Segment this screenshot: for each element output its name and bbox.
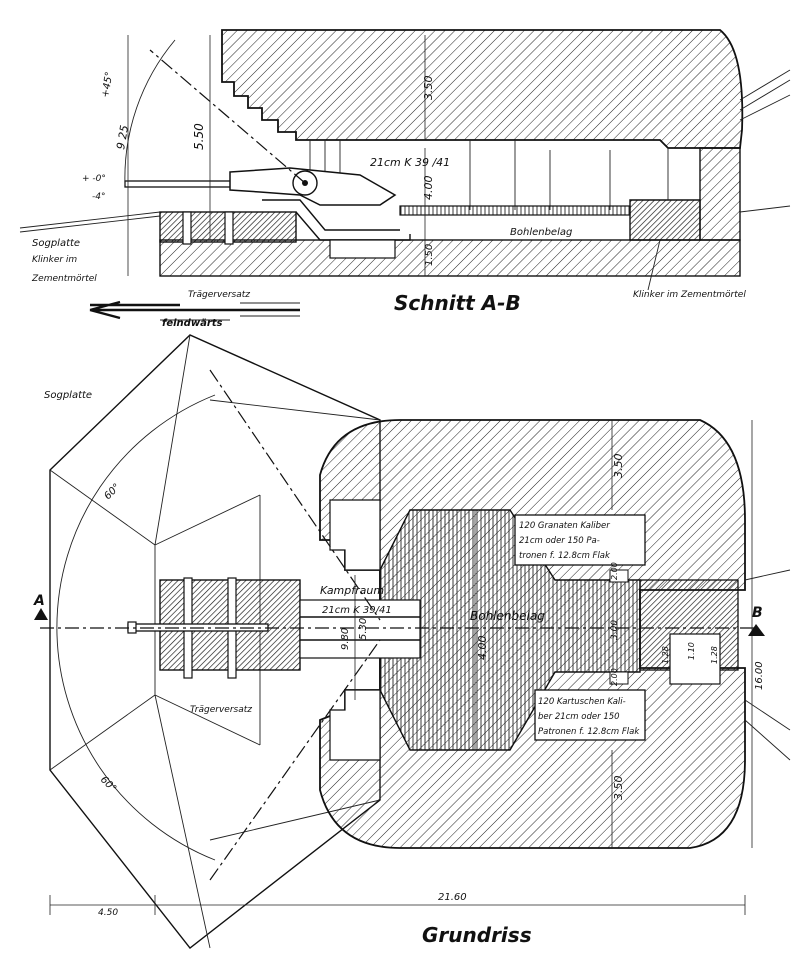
marker-b-label: B: [752, 605, 763, 621]
magazine-bottom-line-1: 120 Kartuschen Kali-: [538, 697, 626, 707]
rear-wall: [699, 147, 741, 241]
plan-dim-200-top: 2.00: [610, 562, 619, 580]
section-view: +45° 9 25 + -0° -4° 5.50 3.50 4.00 1.50 …: [19, 29, 791, 329]
marker-b-arrow: [748, 624, 765, 636]
plank-floor: [399, 205, 631, 216]
magazine-top: [514, 514, 646, 566]
magazine-top-line-2: 21cm oder 150 Pa-: [519, 536, 600, 546]
elevation-top-label: +45°: [100, 71, 115, 99]
section-gun-label: 21cm K 39 /41: [370, 156, 450, 169]
section-klinker-label-1: Klinker im: [32, 255, 77, 265]
plan-dim-2160: 21.60: [438, 892, 467, 903]
traverse-arc: [56, 394, 216, 861]
marker-a-arrow: [34, 608, 48, 620]
plan-dim-128-right: 1.28: [710, 646, 719, 664]
ground-line-left: [19, 211, 161, 229]
plan-dim-200-bottom: 2.00: [610, 668, 619, 686]
height-chamber-label: 4.00: [422, 176, 435, 201]
height-roof-label: 3.50: [422, 76, 435, 101]
section-sogplatte-label: Sogplatte: [32, 238, 80, 249]
beam-2: [224, 211, 234, 245]
plan-kampfraum-label: Kampfraum: [320, 584, 384, 597]
plan-floor-label: Bohlenbelag: [470, 609, 545, 623]
beam-1: [182, 211, 192, 245]
magazine-bottom: [534, 689, 646, 741]
plan-dim-300: 3.00: [610, 620, 620, 640]
plan-dim-128-left: 1.28: [661, 646, 670, 664]
gun-section: [124, 167, 400, 231]
section-title: Schnitt A-B: [394, 291, 521, 315]
plan-traeger-label: Trägerversatz: [190, 705, 252, 715]
plan-angle-bottom: 60°: [98, 774, 118, 794]
magazine-top-line-1: 120 Granaten Kaliber: [519, 521, 610, 531]
plan-sogplatte-label: Sogplatte: [44, 390, 92, 401]
plan-title: Grundriss: [422, 923, 532, 947]
elevation-bottom-label: -4°: [92, 192, 105, 202]
section-klinker-right-label: Klinker im Zementmörtel: [633, 290, 746, 300]
plan-dim-350-top: 3.50: [612, 454, 625, 479]
roof-mass: [221, 29, 744, 149]
elevation-arc-label: 9 25: [114, 124, 131, 150]
magazine-top-line-3: tronen f. 12.8cm Flak: [519, 551, 611, 561]
elevation-arc: [124, 39, 176, 186]
base-slab: [159, 239, 741, 277]
elevation-line: [149, 49, 306, 184]
magazine-bottom-line-3: Patronen f. 12.8cm Flak: [538, 727, 640, 737]
rear-klinker: [629, 199, 701, 241]
fighting-room: [299, 599, 421, 659]
plan-dim-400: 4.00: [476, 636, 489, 661]
plan-dim-450: 4.50: [98, 908, 118, 918]
plan-gun-label: 21cm K 39/41: [322, 605, 392, 616]
plan-dim-980: 9.80: [340, 628, 351, 650]
gun-barrel: [124, 180, 246, 188]
height-total-label: 5.50: [192, 123, 206, 150]
plan-dim-530: 5.30: [358, 618, 369, 640]
elevation-zero-label: + -0°: [82, 174, 106, 184]
plan-dim-110: 1.10: [687, 642, 696, 660]
section-traeger-label: Trägerversatz: [188, 290, 250, 300]
marker-a-label: A: [33, 593, 45, 609]
enemy-direction-label: feindwärts: [162, 318, 223, 329]
plan-dim-350-bottom: 3.50: [612, 776, 625, 801]
enemy-direction-arrow: [89, 300, 300, 320]
plan-view: Sogplatte 60° 60° Kampfraum 21cm K 39/41…: [33, 334, 791, 949]
plan-dim-1600: 16.00: [754, 661, 765, 690]
magazine-bottom-line-2: ber 21cm oder 150: [538, 712, 620, 722]
height-floor-label: 1.50: [424, 244, 435, 266]
section-klinker-label-2: Zementmörtel: [31, 274, 97, 284]
section-floor-label: Bohlenbelag: [510, 227, 572, 238]
plan-angle-top: 60°: [102, 482, 122, 502]
